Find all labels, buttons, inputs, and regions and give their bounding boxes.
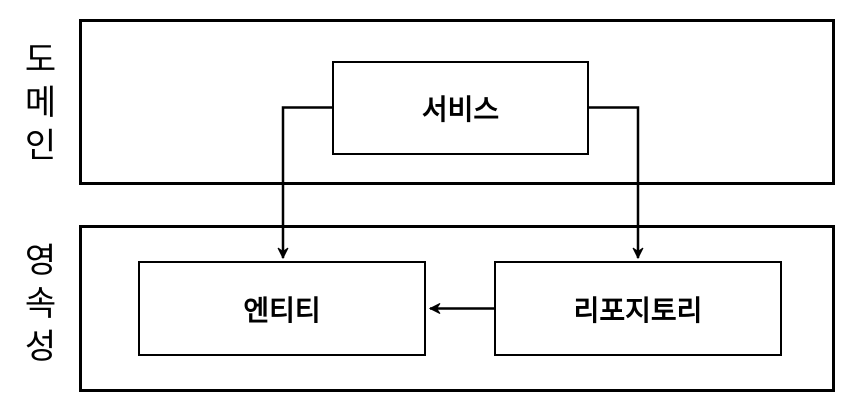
- repository-node: 리포지토리: [494, 261, 782, 356]
- entity-node: 엔티티: [138, 261, 426, 356]
- service-node: 서비스: [332, 61, 589, 155]
- domain-layer-label: 도메인: [18, 41, 56, 170]
- persistence-layer-label: 영속성: [18, 242, 56, 371]
